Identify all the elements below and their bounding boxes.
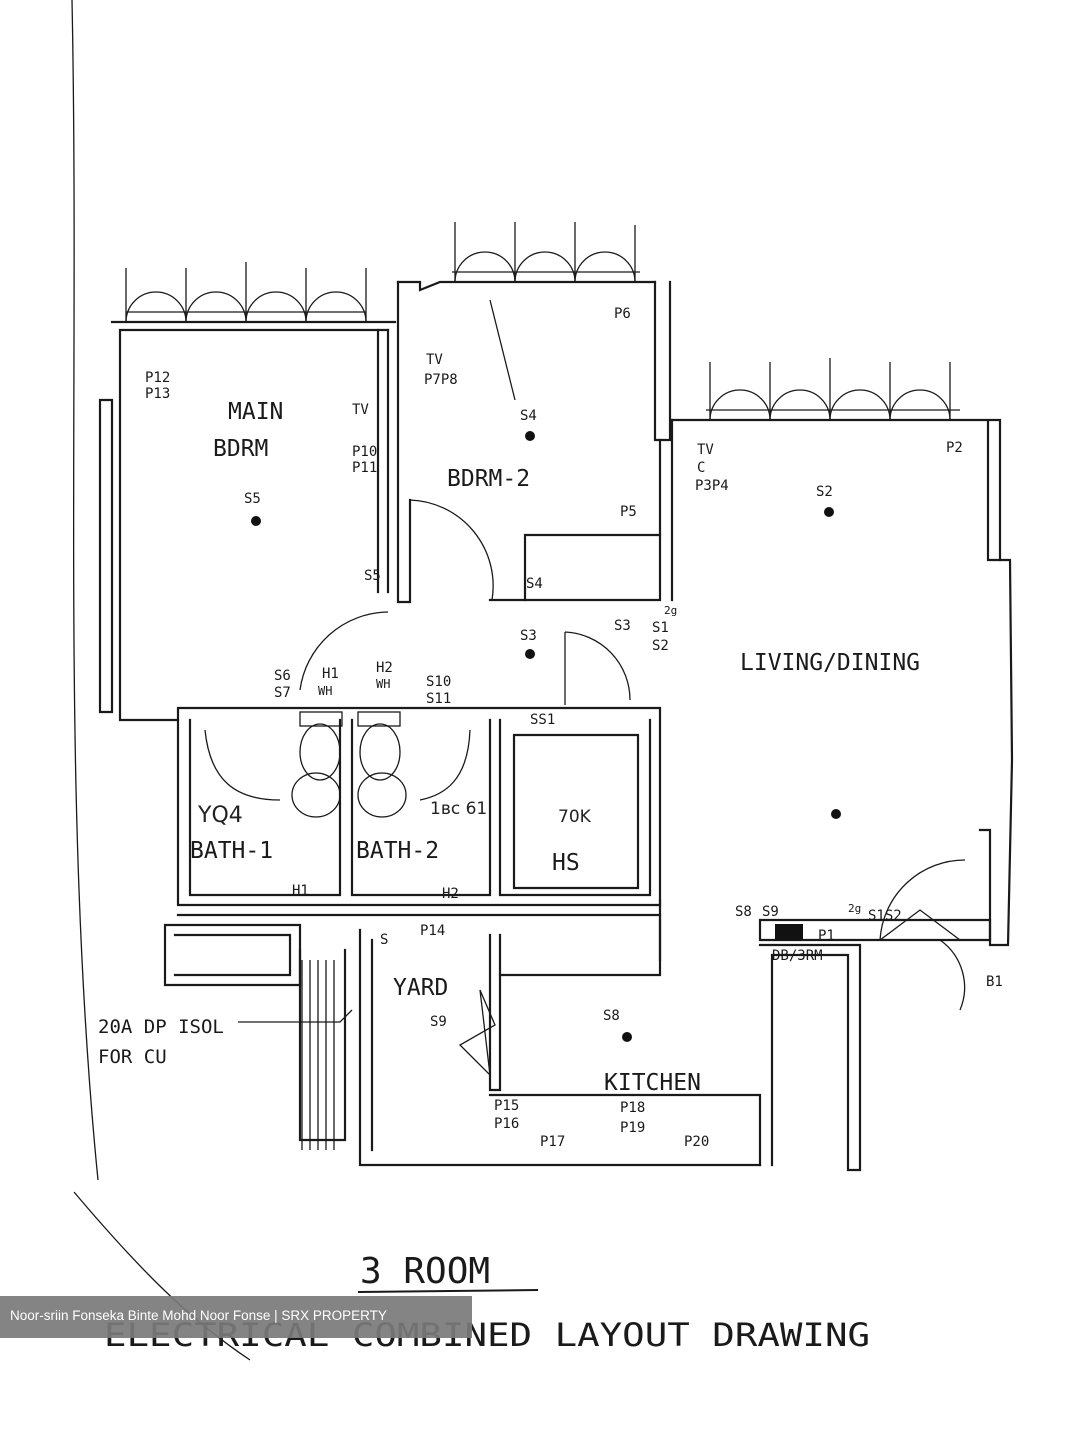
svg-text:WH: WH (318, 684, 332, 698)
svg-text:P18: P18 (620, 1100, 645, 1116)
svg-text:B1: B1 (986, 974, 1003, 990)
page-edge-curve-bottom (73, 1191, 251, 1361)
room-label-kitchen: KITCHEN (604, 1070, 701, 1096)
page-edge-curve (71, 0, 99, 1181)
svg-text:P1: P1 (818, 928, 835, 944)
isolator-note-line1: 20A DP ISOL (98, 1016, 224, 1038)
svg-text:P6: P6 (614, 306, 631, 322)
svg-text:S3: S3 (614, 618, 631, 634)
svg-text:S6: S6 (274, 668, 291, 684)
svg-text:P2: P2 (946, 440, 963, 456)
svg-text:S5: S5 (364, 568, 381, 584)
svg-text:2g: 2g (848, 902, 861, 915)
svg-text:S2: S2 (652, 638, 669, 654)
svg-text:H1: H1 (322, 666, 339, 682)
point-labels: P12 P13 TV P10 P11 TV P7P8 P6 P5 TV C P3… (145, 306, 1003, 1150)
handwriting-bath1: YQ4 (197, 803, 243, 828)
svg-text:DB/3RM: DB/3RM (772, 948, 823, 964)
svg-text:P10: P10 (352, 444, 377, 460)
handwriting-bath2: 1вс 61 (430, 799, 487, 819)
main-bdrm-walls (98, 320, 397, 722)
svg-text:P5: P5 (620, 504, 637, 520)
svg-text:S4: S4 (526, 576, 543, 592)
bdrm2-door-swing (409, 499, 494, 601)
bdrm2-walls (396, 280, 672, 604)
svg-text:H2: H2 (442, 886, 459, 902)
isolator-note-line2: FOR CU (98, 1046, 167, 1068)
living-windows (706, 358, 960, 421)
svg-text:S10: S10 (426, 674, 451, 690)
watermark-text: Noor-sriin Fonseka Binte Mohd Noor Fonse… (10, 1308, 387, 1323)
svg-text:S7: S7 (274, 685, 291, 701)
svg-text:S: S (380, 932, 388, 948)
svg-text:S11: S11 (426, 691, 451, 707)
svg-text:P17: P17 (540, 1134, 565, 1150)
room-label-bdrm2: BDRM-2 (447, 466, 530, 492)
svg-text:WH: WH (376, 677, 390, 691)
hs-door-swing (564, 631, 631, 705)
ceiling-light-points (251, 431, 841, 1042)
svg-text:S4: S4 (520, 408, 537, 424)
svg-text:TV: TV (426, 352, 443, 368)
bdrm2-windows (452, 222, 640, 401)
svg-text:C: C (697, 460, 705, 476)
room-label-hs: HS (552, 850, 580, 876)
svg-text:P3P4: P3P4 (695, 478, 729, 494)
svg-text:TV: TV (352, 402, 369, 418)
room-label-bdrm: BDRM (213, 436, 268, 462)
svg-text:S8: S8 (603, 1008, 620, 1024)
svg-text:P16: P16 (494, 1116, 519, 1132)
living-walls (658, 418, 1014, 962)
title-underline (357, 1289, 539, 1293)
svg-text:S1: S1 (652, 620, 669, 636)
svg-text:P12: P12 (145, 370, 170, 386)
bath-block-walls (176, 706, 662, 917)
main-bdrm-windows (125, 262, 367, 323)
main-bdrm-door-swing (299, 611, 389, 691)
svg-text:H1: H1 (292, 883, 309, 899)
svg-text:S1S2: S1S2 (868, 908, 902, 924)
svg-text:S5: S5 (244, 491, 261, 507)
svg-text:S2: S2 (816, 484, 833, 500)
svg-text:P13: P13 (145, 386, 170, 402)
room-label-living: LIVING/DINING (740, 650, 920, 676)
room-label-main: MAIN (228, 399, 283, 425)
svg-text:SS1: SS1 (530, 712, 555, 728)
svg-text:P7P8: P7P8 (424, 372, 458, 388)
room-label-bath2: BATH-2 (356, 838, 439, 864)
svg-text:P19: P19 (620, 1120, 645, 1136)
svg-text:S9: S9 (762, 904, 779, 920)
svg-text:P15: P15 (494, 1098, 519, 1114)
drawing-title-line1: 3 ROOM (360, 1251, 490, 1292)
toilets (204, 711, 471, 818)
svg-text:2g: 2g (664, 604, 677, 617)
isolator-leader (238, 1009, 353, 1023)
svg-text:P11: P11 (352, 460, 377, 476)
svg-text:S3: S3 (520, 628, 537, 644)
yard-kitchen-walls (163, 918, 992, 1172)
room-label-bath1: BATH-1 (190, 838, 273, 864)
room-label-yard: YARD (393, 975, 448, 1001)
handwriting-hs: 70K (558, 807, 592, 827)
svg-text:H2: H2 (376, 660, 393, 676)
svg-text:S8: S8 (735, 904, 752, 920)
yard-kitchen-doors (301, 859, 966, 1150)
svg-text:S9: S9 (430, 1014, 447, 1030)
svg-text:P20: P20 (684, 1134, 709, 1150)
watermark-banner: Noor-sriin Fonseka Binte Mohd Noor Fonse… (0, 1296, 472, 1338)
db-box (775, 924, 803, 940)
svg-text:TV: TV (697, 442, 714, 458)
svg-text:P14: P14 (420, 923, 445, 939)
